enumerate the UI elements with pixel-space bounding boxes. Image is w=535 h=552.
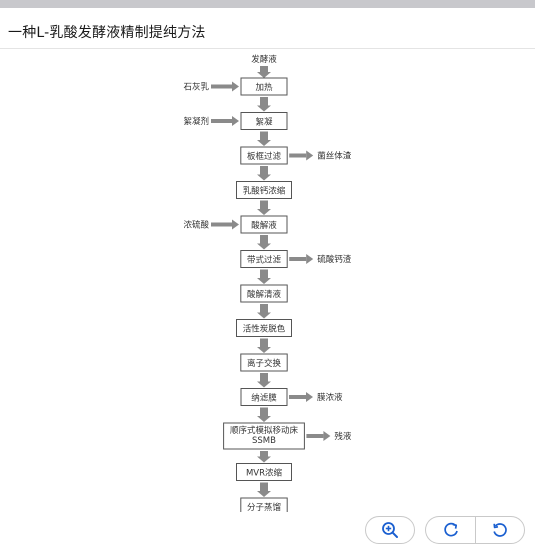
flow-output-label: 硫酸钙渣 <box>317 254 352 265</box>
flow-input-label: 石灰乳 <box>183 82 209 93</box>
flow-step-box: 乳酸钙浓缩 <box>236 181 292 199</box>
flow-step-label: MVR浓缩 <box>246 468 283 479</box>
flow-step-box: 分子蒸馏 <box>240 497 288 512</box>
flow-arrow-output <box>289 254 314 264</box>
flow-step-label: 加热 <box>255 82 273 93</box>
top-bar <box>0 0 535 8</box>
flow-arrow-down <box>257 304 271 319</box>
flow-step-label: SSMB <box>252 436 276 446</box>
flow-input-label: 浓硫酸 <box>183 220 209 231</box>
flow-arrow-output <box>289 392 313 402</box>
flow-arrow-start <box>257 66 271 78</box>
flow-step-box: 离子交换 <box>240 353 288 372</box>
flow-step-label: 顺序式模拟移动床 <box>230 425 299 436</box>
flow-arrow-output <box>289 150 314 161</box>
flow-step-label: 离子交换 <box>247 358 282 369</box>
flow-arrow-down <box>257 97 271 112</box>
flow-step-label: 带式过滤 <box>247 255 282 266</box>
flow-step-label: 酸解液 <box>251 220 277 231</box>
title-divider <box>0 48 535 49</box>
flow-step-box: 活性炭脱色 <box>236 319 292 337</box>
flowchart-svg: 发酵液加热絮凝板框过滤乳酸钙浓缩酸解液带式过滤酸解清液活性炭脱色离子交换纳滤膜顺… <box>183 54 352 512</box>
flow-arrow-down <box>257 451 271 463</box>
flow-step-box: 加热 <box>240 77 288 96</box>
flow-step-label: 乳酸钙浓缩 <box>243 186 286 197</box>
flow-input-label: 絮凝剂 <box>183 116 209 127</box>
flow-arrow-output <box>306 431 331 441</box>
flow-step-label: 分子蒸馏 <box>247 502 281 512</box>
rotate-counterclockwise-icon <box>493 523 507 537</box>
flow-arrow-down <box>257 338 271 353</box>
flow-arrow-down <box>257 200 271 215</box>
flow-arrow-down <box>257 131 271 146</box>
zoom-in-button[interactable] <box>365 516 415 544</box>
flow-arrow-down <box>257 235 271 250</box>
page-title: 一种L-乳酸发酵液精制提纯方法 <box>8 25 206 41</box>
flow-arrow-down <box>257 166 271 181</box>
flow-arrow-down <box>257 373 271 388</box>
flow-arrow-input <box>211 81 239 92</box>
flow-step-label: 纳滤膜 <box>251 393 277 404</box>
flow-step-label: 酸解清液 <box>247 289 282 300</box>
flow-arrow-down <box>257 482 271 497</box>
flow-output-label: 菌丝体渣 <box>317 151 352 162</box>
flow-step-box: MVR浓缩 <box>236 463 292 481</box>
flow-step-label: 活性炭脱色 <box>243 324 286 335</box>
flow-arrow-input <box>211 116 239 126</box>
flow-step-label: 絮凝 <box>255 117 273 128</box>
flow-output-label: 膜浓液 <box>317 392 343 403</box>
flow-arrow-input <box>211 219 239 230</box>
flow-step-box: 板框过滤 <box>240 146 288 165</box>
flow-start-label: 发酵液 <box>251 54 277 65</box>
flow-arrow-down <box>257 269 271 284</box>
flow-output-label: 残液 <box>334 431 352 442</box>
flow-arrow-down <box>257 407 271 422</box>
flow-step-box: 酸解清液 <box>240 284 288 303</box>
flowchart-figure: 发酵液加热絮凝板框过滤乳酸钙浓缩酸解液带式过滤酸解清液活性炭脱色离子交换纳滤膜顺… <box>170 50 370 512</box>
rotate-counterclockwise-button[interactable] <box>475 516 525 544</box>
flow-step-box: 絮凝 <box>240 112 288 130</box>
flow-step-box: 纳滤膜 <box>240 388 288 406</box>
zoom-in-icon <box>382 522 398 538</box>
rotate-clockwise-button[interactable] <box>425 516 475 544</box>
flow-step-box: 带式过滤 <box>240 250 288 268</box>
flow-step-box: 酸解液 <box>240 215 288 234</box>
rotate-clockwise-icon <box>443 522 458 537</box>
flow-step-label: 板框过滤 <box>247 151 282 162</box>
